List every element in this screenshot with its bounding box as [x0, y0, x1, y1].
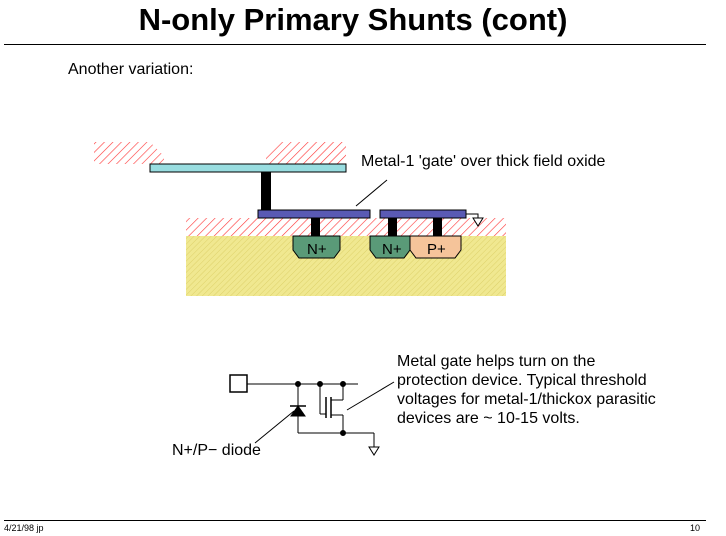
contact-n-plus-left [311, 218, 320, 236]
pad-icon [229, 374, 248, 393]
upper-oxide-left [94, 142, 164, 164]
metal1-right-strip [379, 209, 467, 219]
n-plus-left-diffusion [292, 235, 341, 259]
junction-dot [340, 430, 346, 436]
top-metal-plate [149, 163, 347, 173]
ground-symbol-bottom-icon [368, 446, 380, 456]
callout-line: voltages for metal-1/thickox parasitic [397, 391, 656, 408]
p-plus-diffusion [409, 235, 462, 259]
upper-oxide-right [266, 142, 346, 164]
label-n-plus-left: N+ [307, 241, 327, 258]
diode-icon [290, 405, 306, 417]
slide-title: N-only Primary Shunts (cont) [138, 2, 568, 37]
callout-line: protection device. Typical threshold [397, 372, 647, 389]
callout-line: devices are ~ 10-15 volts. [397, 410, 580, 427]
callout-line: Metal gate helps turn on the [397, 353, 596, 370]
metal1-gate-strip [257, 209, 371, 219]
callout-leader-gate [346, 381, 395, 411]
intro-text: Another variation: [68, 61, 194, 78]
page-number: 10 [690, 523, 701, 533]
field-oxide [186, 218, 506, 236]
callout-leader-diode [254, 410, 295, 444]
contact-p-plus [433, 218, 442, 236]
footer-divider [4, 520, 706, 521]
contact-n-plus-right [388, 218, 397, 236]
via-top [261, 172, 271, 210]
ground-wire [466, 213, 479, 218]
schematic [229, 374, 395, 456]
diode-label: N+/P− diode [172, 442, 261, 459]
gate-threshold-callout: Metal gate helps turn on the protection … [397, 352, 656, 428]
label-n-plus-right: N+ [382, 241, 402, 258]
title-divider [4, 44, 706, 45]
metal-gate-callout: Metal-1 'gate' over thick field oxide [361, 153, 606, 170]
cross-section: N+ N+ P+ [94, 142, 506, 296]
footer-date: 4/21/98 jp [4, 523, 44, 533]
label-p-plus: P+ [427, 241, 446, 258]
callout-leader-metal [355, 179, 388, 207]
ground-symbol-top-icon [472, 217, 484, 227]
